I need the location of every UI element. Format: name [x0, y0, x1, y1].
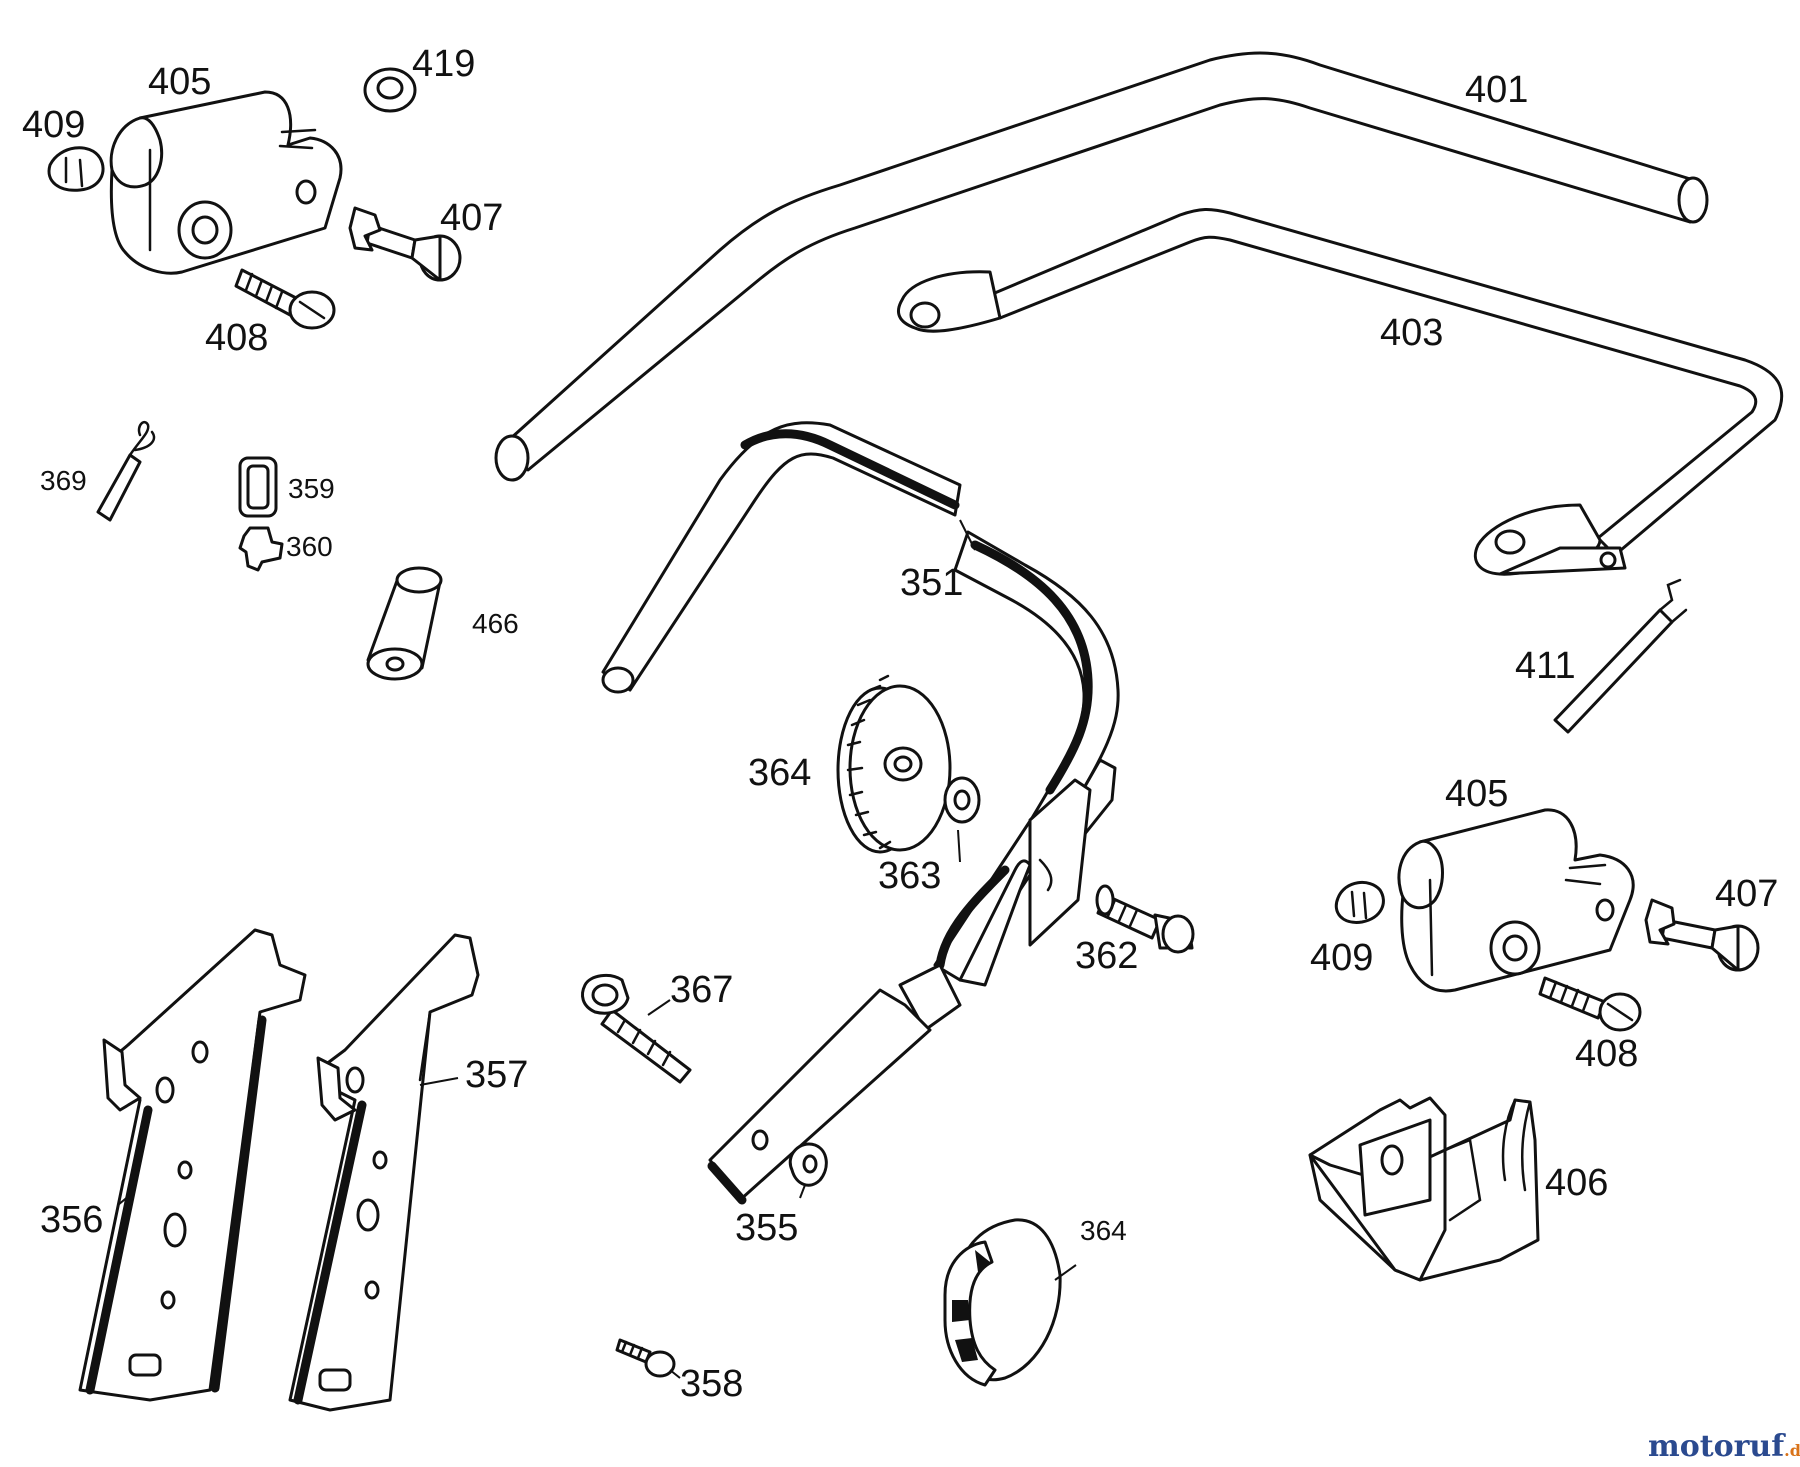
label-362: 362: [1075, 935, 1138, 977]
label-406: 406: [1545, 1162, 1608, 1204]
label-369: 369: [40, 465, 87, 496]
part-labels: 401 403 405 419 409 407 408 369 359 360 …: [22, 43, 1778, 1405]
label-408-top: 408: [205, 317, 268, 359]
washer-363: [943, 776, 981, 824]
label-405-right: 405: [1445, 773, 1508, 815]
bolt-407-top: [348, 206, 462, 282]
screw-408-top: [234, 268, 336, 330]
nut-409-right: [1334, 881, 1385, 924]
label-357: 357: [465, 1054, 528, 1096]
gear-364: [836, 674, 952, 854]
label-351: 351: [900, 562, 963, 604]
screw-358: [615, 1338, 676, 1378]
label-367: 367: [670, 969, 733, 1011]
watermark-main: motoruf: [1648, 1429, 1786, 1464]
washer-355: [788, 1142, 828, 1187]
screw-408-right: [1538, 976, 1642, 1032]
control-bail-403: [897, 208, 1784, 576]
watermark: motoruf.de: [1648, 1429, 1800, 1464]
label-407-top: 407: [440, 197, 503, 239]
label-364-knob: 364: [1080, 1215, 1127, 1246]
label-358: 358: [680, 1363, 743, 1405]
retainer-360: [238, 526, 284, 572]
bushing-419: [363, 67, 417, 113]
label-364-gear: 364: [748, 752, 811, 794]
label-360: 360: [286, 531, 333, 562]
label-409-right: 409: [1310, 937, 1373, 979]
label-409-top: 409: [22, 104, 85, 146]
knob-364: [943, 1218, 1062, 1387]
label-411: 411: [1515, 645, 1576, 687]
hinge-bracket-405-top: [109, 90, 343, 275]
side-plate-356: [78, 928, 307, 1402]
lower-handle-351: [601, 421, 1120, 1205]
label-363: 363: [878, 855, 941, 897]
label-355: 355: [735, 1207, 798, 1249]
spring-clip-369: [96, 420, 156, 522]
label-401: 401: [1465, 69, 1528, 111]
rod-411: [1553, 578, 1688, 734]
label-359: 359: [288, 473, 335, 504]
watermark-suffix: .de: [1784, 1441, 1800, 1460]
label-466: 466: [472, 608, 519, 639]
guard-406: [1308, 1096, 1540, 1282]
leader-lines: [117, 519, 1077, 1379]
watermark-text: motoruf.de: [1648, 1429, 1800, 1464]
label-407-right: 407: [1715, 873, 1778, 915]
label-405-top: 405: [148, 61, 211, 103]
upper-handle-bar-401: [494, 51, 1709, 482]
gasket-359: [238, 456, 278, 518]
label-408-right: 408: [1575, 1033, 1638, 1075]
bolt-407-right: [1644, 898, 1760, 972]
bolt-367: [581, 973, 692, 1084]
sleeve-466: [366, 566, 443, 681]
label-419: 419: [412, 43, 475, 85]
bolt-362: [1095, 884, 1195, 954]
nut-409-top: [47, 146, 105, 192]
hinge-bracket-405-right: [1397, 808, 1635, 993]
side-plate-357: [288, 933, 480, 1412]
label-356: 356: [40, 1199, 103, 1241]
label-403: 403: [1380, 312, 1443, 354]
